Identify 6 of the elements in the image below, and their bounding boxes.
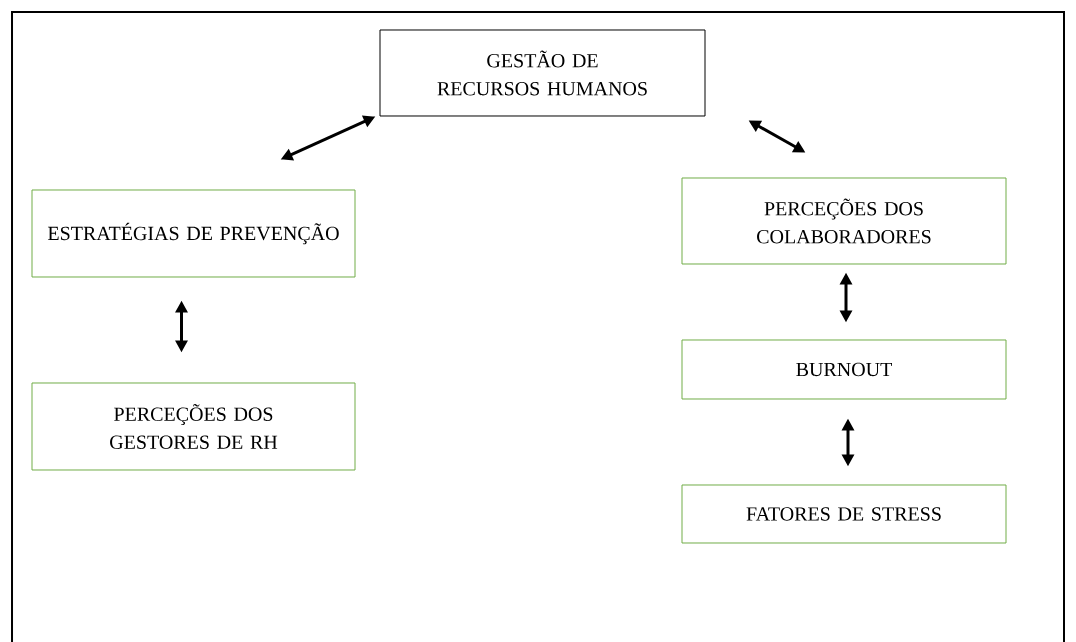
text-box: ESTRATÉGIAS DE PREVENÇÃO	[31, 189, 356, 278]
text-box: GESTÃO DE RECURSOS HUMANOS	[379, 29, 706, 117]
text-box: PERCEÇÕES DOS GESTORES DE RH	[31, 382, 356, 471]
text-box: PERCEÇÕES DOS COLABORADORES	[681, 177, 1007, 265]
text-box: BURNOUT	[681, 339, 1007, 400]
text-box: FATORES DE STRESS	[681, 484, 1007, 544]
